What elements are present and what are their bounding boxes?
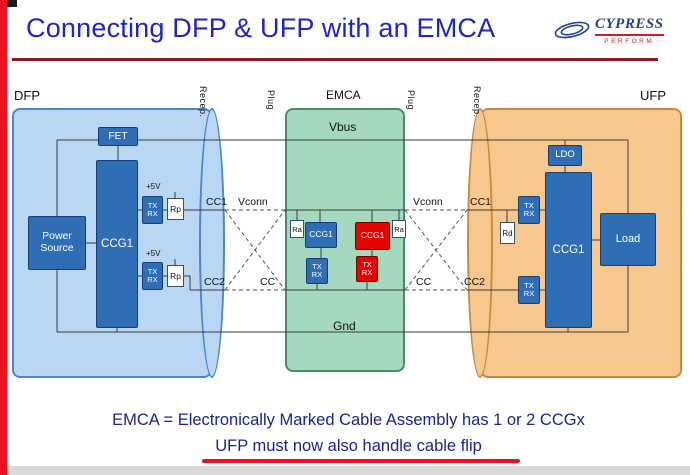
- emca-label: EMCA: [326, 88, 361, 102]
- dfp-ccg1-box: CCG1: [96, 160, 138, 328]
- gnd-label: Gnd: [333, 319, 356, 333]
- footer-line2: UFP must now also handle cable flip: [215, 437, 482, 455]
- footer-line1: EMCA = Electronically Marked Cable Assem…: [112, 411, 585, 429]
- rp-top-box: Rp: [167, 198, 184, 220]
- cc-label-left: CC: [260, 276, 276, 288]
- rd-box: Rd: [500, 222, 515, 244]
- power-source-box: Power Source: [28, 216, 86, 270]
- dfp-label: DFP: [14, 88, 40, 103]
- plug-right-label: Plug: [406, 90, 416, 111]
- recep-left-label: Recep.: [198, 86, 208, 118]
- cypress-logo: CYPRESS PERFORM: [552, 15, 684, 45]
- cypress-swirl-icon: [554, 21, 590, 39]
- title-underline: [12, 58, 658, 61]
- rx-label: RX: [523, 289, 535, 298]
- cc2-label-left: CC2: [204, 276, 226, 288]
- video-frame-left-bar: [0, 0, 7, 475]
- dfp-txrx-top-box: TX RX: [142, 196, 163, 224]
- emca-ccg1-red-box: CCG1: [355, 222, 390, 250]
- recep-right-label: Recep.: [472, 86, 482, 118]
- ra-right-box: Ra: [392, 220, 406, 238]
- page-title: Connecting DFP & UFP with an EMCA: [26, 13, 496, 43]
- corner-mark: [7, 0, 17, 7]
- ufp-txrx-bottom-box: TX RX: [518, 276, 540, 304]
- dfp-receptacle-cap: [199, 108, 225, 378]
- fet-box: FET: [98, 127, 138, 146]
- emca-txrx-blue-box: TX RX: [306, 258, 328, 284]
- logo-brand: CYPRESS: [595, 16, 664, 36]
- ldo-box: LDO: [548, 145, 582, 166]
- vconn-label-right: Vconn: [413, 196, 443, 208]
- vconn-label-left: Vconn: [238, 196, 268, 208]
- plus5v-label-top: +5V: [146, 182, 161, 191]
- cc2-label-right: CC2: [464, 276, 486, 288]
- ufp-receptacle-cap: [467, 108, 493, 378]
- rp-bottom-box: Rp: [167, 265, 184, 287]
- emca-ccg1-blue-box: CCG1: [305, 222, 337, 248]
- load-box: Load: [600, 213, 656, 266]
- ufp-ccg1-box: CCG1: [545, 172, 592, 328]
- cc1-label-left: CC1: [206, 196, 228, 208]
- cc1-label-right: CC1: [470, 196, 492, 208]
- cc-label-right: CC: [416, 276, 432, 288]
- dfp-txrx-bottom-box: TX RX: [142, 262, 163, 290]
- rx-label: RX: [147, 275, 158, 284]
- ufp-txrx-top-box: TX RX: [518, 196, 540, 224]
- ufp-label: UFP: [640, 88, 666, 103]
- rx-label: RX: [147, 209, 158, 218]
- video-bottom-bar: [0, 466, 690, 475]
- ra-left-box: Ra: [290, 220, 304, 238]
- vbus-label: Vbus: [329, 120, 357, 134]
- logo-tagline: PERFORM: [604, 37, 655, 45]
- emca-txrx-red-box: TX RX: [356, 256, 378, 282]
- rx-label: RX: [523, 209, 535, 218]
- plug-left-label: Plug: [266, 90, 276, 111]
- plus5v-label-bottom: +5V: [146, 249, 161, 258]
- rx-label: RX: [311, 270, 323, 279]
- rx-label: RX: [361, 268, 373, 277]
- video-progress-bar[interactable]: [202, 459, 520, 463]
